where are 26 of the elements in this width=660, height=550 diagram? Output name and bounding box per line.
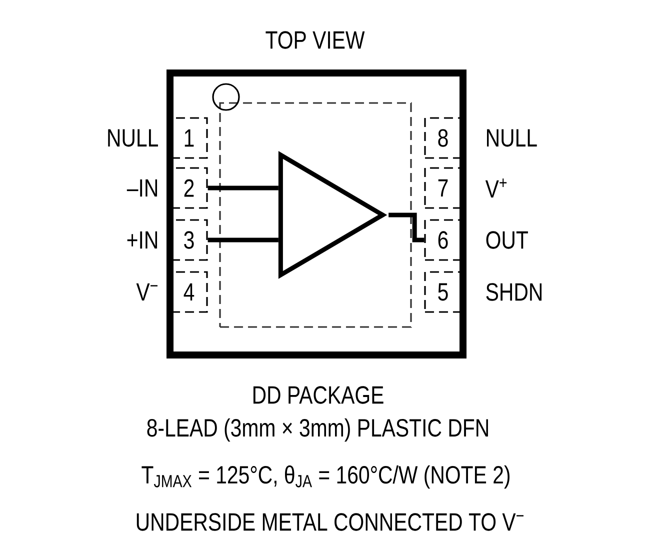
- package-outline: [166, 70, 466, 358]
- pin-pad: 6: [424, 219, 462, 261]
- wire: [388, 212, 424, 242]
- pin-pad: 1: [170, 117, 208, 159]
- wire: [208, 186, 278, 190]
- exposed-pad: [219, 102, 412, 328]
- package-note: 8-LEAD (3mm × 3mm) PLASTIC DFN: [147, 418, 488, 442]
- pin-pad: 8: [424, 117, 462, 159]
- pin-pad: 4: [170, 271, 208, 313]
- pin-label: SHDN: [486, 283, 542, 301]
- title: TOP VIEW: [266, 31, 365, 49]
- pin-pad: 7: [424, 167, 462, 209]
- pin-label: V$^{+}$: [485, 178, 507, 198]
- package-note: UNDERSIDE METAL CONNECTED TO V$^{−}$: [136, 513, 524, 531]
- pin-label: NULL: [487, 129, 537, 147]
- wire: [208, 238, 278, 242]
- pin-label: +IN: [127, 231, 158, 249]
- pin-pad: 3: [170, 219, 208, 261]
- package-note: T$_{JMAX}$ = 125°C, θ$_{JA}$ = 160°C/W (NOTE 2): [142, 465, 510, 489]
- pin-label: –IN: [126, 179, 158, 197]
- pin-pad: 5: [424, 271, 462, 313]
- pin-label: NULL: [108, 129, 158, 147]
- pin-pad: 2: [170, 167, 208, 209]
- package-note: DD PACKAGE: [253, 386, 384, 404]
- pin-label: V$^{−}$: [136, 283, 158, 301]
- pin-label: OUT: [486, 231, 528, 249]
